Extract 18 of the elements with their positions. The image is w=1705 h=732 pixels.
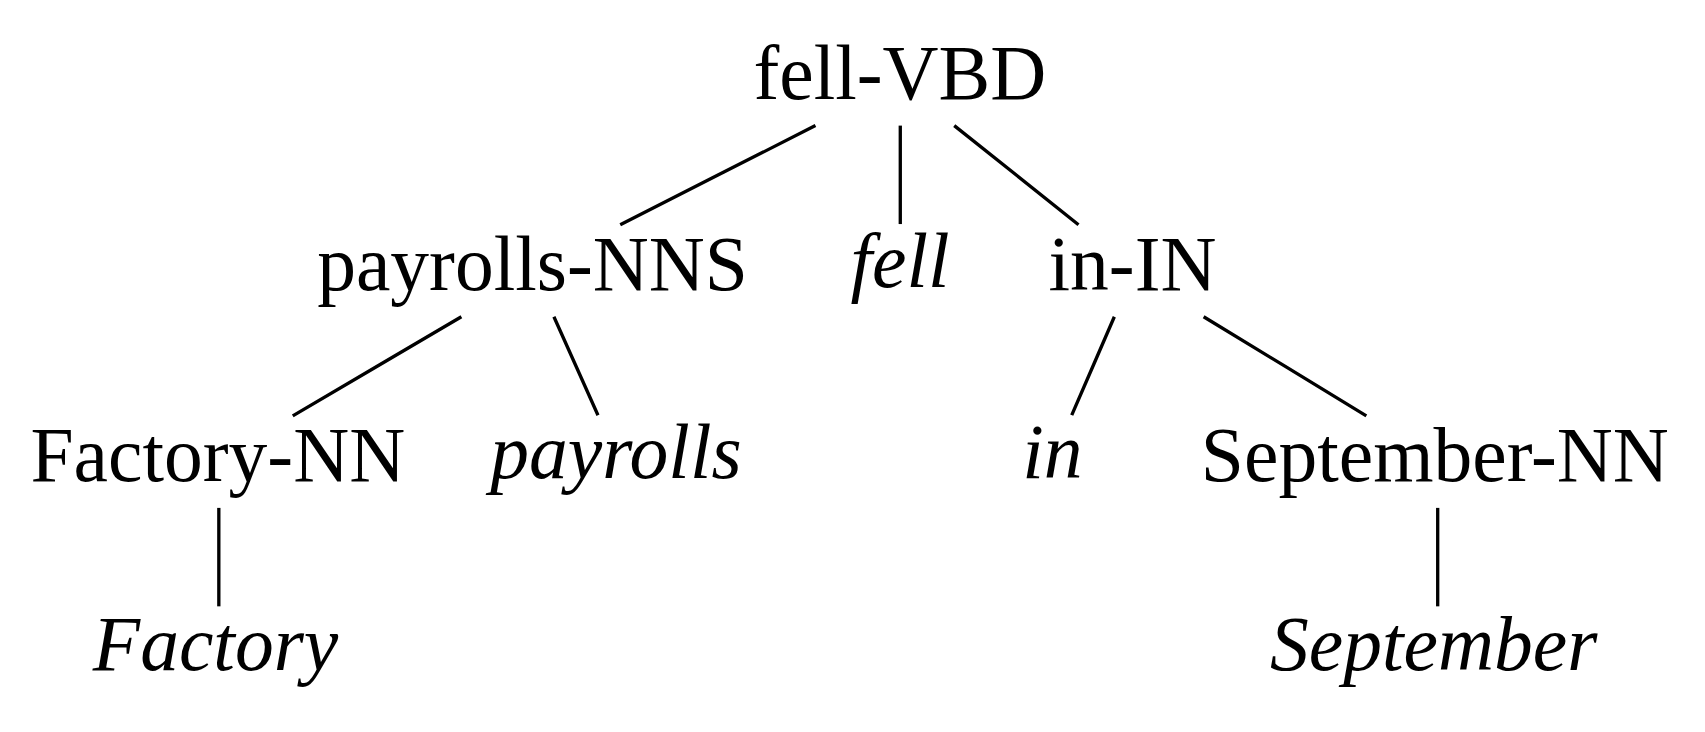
node-text: fell bbox=[850, 217, 950, 304]
node-text: September bbox=[1270, 600, 1598, 687]
node-text: Factory-NN bbox=[30, 411, 406, 498]
connector bbox=[953, 123, 1080, 226]
connector bbox=[898, 125, 902, 224]
connector bbox=[291, 314, 463, 417]
connector bbox=[619, 123, 817, 226]
node-text: fell-VBD bbox=[753, 29, 1047, 116]
connector bbox=[1436, 507, 1440, 606]
node-text: Factory bbox=[92, 600, 339, 687]
connector bbox=[552, 315, 600, 416]
connector bbox=[1202, 314, 1368, 417]
connector bbox=[217, 507, 221, 606]
node-text: September-NN bbox=[1200, 411, 1669, 498]
node-text: in-IN bbox=[1048, 220, 1217, 307]
connector bbox=[1070, 315, 1116, 416]
node-text: payrolls-NNS bbox=[317, 220, 748, 307]
node-text: in bbox=[1022, 408, 1083, 495]
